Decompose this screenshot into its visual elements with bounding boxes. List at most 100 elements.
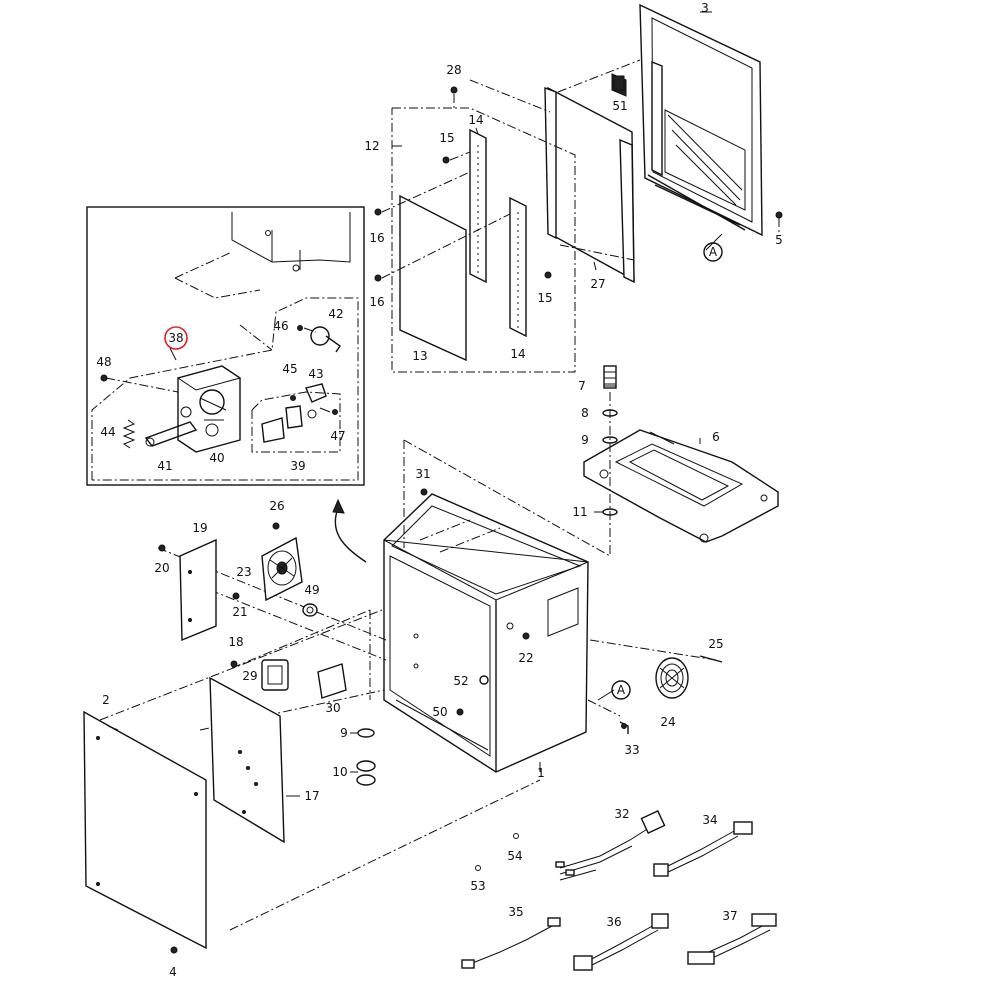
callout-48: 48 — [96, 355, 111, 369]
screw-18 — [230, 660, 238, 668]
base-plate-6 — [583, 429, 779, 543]
callout-49: 49 — [304, 583, 319, 597]
callout-32: 32 — [614, 807, 629, 821]
callout-9a: 9 — [581, 433, 589, 447]
callout-18: 18 — [228, 635, 243, 649]
callout-50: 50 — [432, 705, 447, 719]
detail-inset — [86, 206, 365, 486]
fan-23 — [261, 536, 303, 602]
callout-23: 23 — [236, 565, 251, 579]
callout-53: 53 — [470, 879, 485, 893]
callout-54: 54 — [507, 849, 522, 863]
callout-35: 35 — [508, 905, 523, 919]
callout-7: 7 — [578, 379, 586, 393]
callout-3: 3 — [701, 1, 709, 15]
screw-5 — [775, 211, 783, 219]
callout-19: 19 — [192, 521, 207, 535]
nut-10 — [356, 760, 376, 786]
callout-45: 45 — [282, 362, 297, 376]
panel-17 — [209, 676, 285, 844]
callout-1: 1 — [537, 766, 545, 780]
callout-33: 33 — [624, 743, 639, 757]
screw-20 — [158, 544, 166, 552]
callout-29: 29 — [242, 669, 257, 683]
cable-32 — [555, 810, 666, 881]
callout-14a: 14 — [468, 113, 483, 127]
screw-22 — [522, 632, 530, 640]
rear-panel-3 — [611, 3, 763, 237]
leader-lines — [107, 11, 723, 797]
callout-52: 52 — [453, 674, 468, 688]
rail-14-upper — [469, 128, 487, 284]
screw-15-upper — [442, 156, 450, 164]
callout-30: 30 — [325, 701, 340, 715]
screw-52 — [479, 675, 489, 685]
screw-50 — [456, 708, 464, 716]
sub-assembly-12-boundary — [391, 107, 576, 373]
ref-a-upper-label: A — [709, 245, 718, 259]
screw-54 — [513, 833, 519, 839]
part-33 — [619, 721, 629, 734]
frame-29 — [261, 659, 289, 691]
callout-16a: 16 — [369, 231, 384, 245]
screw-53 — [475, 865, 481, 871]
callout-47: 47 — [330, 429, 345, 443]
main-cabinet-1 — [383, 493, 589, 773]
callout-24: 24 — [660, 715, 675, 729]
screw-26 — [272, 522, 280, 530]
callout-37: 37 — [722, 909, 737, 923]
fan-guard-24 — [655, 657, 689, 699]
grommet-49 — [302, 603, 318, 617]
highlight-ring-38 — [164, 326, 188, 350]
callout-11: 11 — [572, 505, 587, 519]
plate-30 — [317, 663, 347, 699]
screw-25 — [699, 655, 723, 663]
panel-19 — [179, 538, 217, 642]
screw-4 — [170, 946, 178, 954]
callout-15a: 15 — [439, 131, 454, 145]
callout-36: 36 — [606, 915, 621, 929]
ref-a-lower: A — [611, 680, 631, 700]
callout-41: 41 — [157, 459, 172, 473]
callout-21: 21 — [232, 605, 247, 619]
callout-20: 20 — [154, 561, 169, 575]
callout-46: 46 — [273, 319, 288, 333]
callout-17: 17 — [304, 789, 319, 803]
bracket-27 — [544, 86, 635, 284]
screw-16-upper — [374, 208, 382, 216]
callout-10: 10 — [332, 765, 347, 779]
screw-28 — [450, 86, 458, 94]
callout-14b: 14 — [510, 347, 525, 361]
stack-7-8-9 — [602, 365, 618, 556]
callout-26: 26 — [269, 499, 284, 513]
screw-15-lower — [544, 271, 552, 279]
ref-a-lower-label: A — [617, 683, 626, 697]
assembly-lines-top — [381, 59, 780, 279]
callout-2: 2 — [102, 693, 110, 707]
callout-34: 34 — [702, 813, 717, 827]
panel-2 — [83, 710, 207, 950]
screw-31 — [420, 488, 428, 496]
cable-36 — [573, 913, 669, 971]
callout-labels: 1 2 3 4 5 6 7 8 9 9 10 11 12 13 14 14 15… — [96, 1, 782, 979]
callout-40: 40 — [209, 451, 224, 465]
callout-16b: 16 — [369, 295, 384, 309]
cable-34 — [653, 821, 753, 877]
washer-9-lower — [357, 728, 375, 738]
rail-14-lower — [509, 196, 527, 338]
callout-31: 31 — [415, 467, 430, 481]
callout-13: 13 — [412, 349, 427, 363]
plate-13 — [399, 194, 467, 362]
callout-12: 12 — [364, 139, 379, 153]
screw-16-lower — [374, 274, 382, 282]
callout-25: 25 — [708, 637, 723, 651]
callout-5: 5 — [775, 233, 783, 247]
callout-9b: 9 — [340, 726, 348, 740]
callout-43: 43 — [308, 367, 323, 381]
cable-37 — [687, 913, 777, 965]
cable-35 — [461, 917, 561, 969]
callout-6: 6 — [712, 430, 720, 444]
screw-21 — [232, 592, 240, 600]
callout-42: 42 — [328, 307, 343, 321]
